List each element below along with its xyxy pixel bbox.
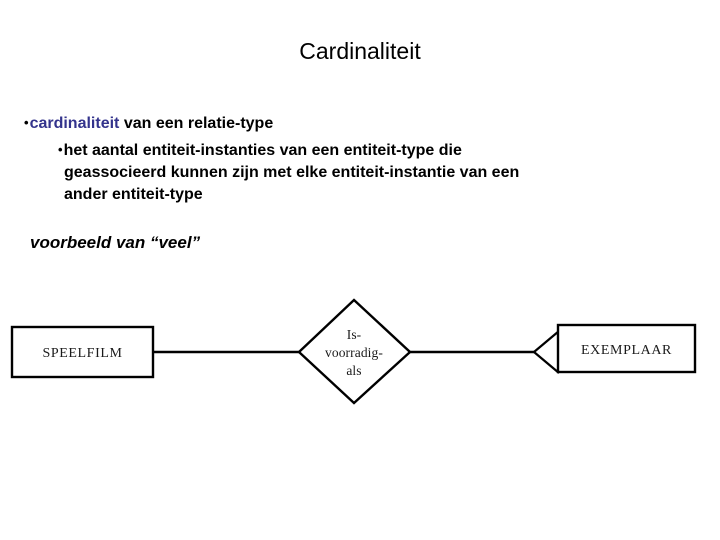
bullet-level2: •het aantal entiteit-instanties van een … — [58, 139, 658, 206]
bullet-level1-rest: van een relatie-type — [119, 115, 274, 132]
relationship-label-line3: als — [346, 363, 361, 378]
entity-exemplaar-box[interactable] — [556, 323, 697, 374]
entity-speelfilm-label: SPEELFILM — [42, 346, 122, 361]
relationship-label-line1: Is- — [347, 327, 362, 342]
page-title: Cardinaliteit — [299, 38, 421, 64]
bullet-level2-line2: geassocieerd kunnen zijn met elke entite… — [64, 164, 520, 181]
bullet-dot-icon: • — [24, 115, 29, 130]
er-diagram-canvas: SPEELFILM Is- voorradig- als EXEMPLAAR — [10, 298, 697, 405]
bullet-level2-line3: ander entiteit-type — [64, 186, 203, 203]
example-caption: voorbeeld van “veel” — [30, 233, 201, 252]
entity-exemplaar-label: EXEMPLAAR — [581, 343, 672, 358]
bullet-level1-accent-term: cardinaliteit — [29, 115, 120, 132]
er-diagram: SPEELFILM Is- voorradig- als EXEMPLAAR — [0, 286, 720, 421]
relationship-label-line2: voorradig- — [325, 345, 383, 360]
entity-speelfilm-box[interactable] — [10, 325, 155, 379]
bullet-list: •cardinaliteit van een relatie-type •het… — [24, 112, 684, 206]
crows-foot-lower-prong-icon — [533, 351, 560, 374]
crows-foot-upper-prong-icon — [533, 330, 560, 353]
bullet-level2-line1: het aantal entiteit-instanties van een e… — [63, 142, 462, 159]
relationship-diamond[interactable] — [297, 298, 412, 405]
bullet-dot-icon: • — [58, 142, 63, 157]
bullet-level1: •cardinaliteit van een relatie-type — [24, 112, 684, 135]
